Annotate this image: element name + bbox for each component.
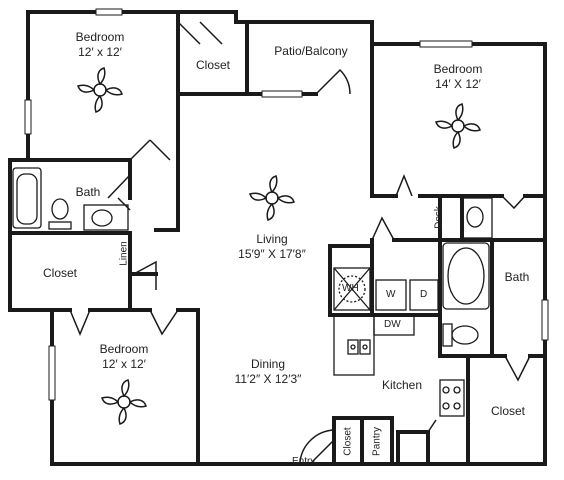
room-size: 11′2″ X 12′3″ (234, 372, 302, 386)
ceiling-fan-icon (249, 175, 295, 221)
room-name: Living (256, 232, 288, 246)
room-name: Bedroom (75, 30, 125, 44)
doors (69, 21, 531, 463)
dishwasher-label: DW (384, 319, 401, 330)
room-name: Dining (250, 357, 286, 371)
water-heater-label: WH (342, 283, 359, 294)
entry-label: Entry (292, 456, 316, 467)
closet-right-label: Closet (490, 404, 525, 418)
closet-entry-label: Closet (342, 427, 354, 456)
closet-top-label: Closet (195, 58, 230, 72)
bedroom-bottom-left-label: Bedroom 12′ x 12′ (84, 342, 164, 372)
room-size: 15′9″ X 17′8″ (238, 247, 306, 261)
fixtures (12, 167, 493, 417)
dryer-label: D (420, 289, 428, 300)
ceiling-fan-icon (435, 103, 481, 149)
ceiling-fan-icon (77, 67, 123, 113)
washer-label: W (386, 289, 396, 300)
desk-label: Desk (433, 206, 445, 229)
bath-right-label: Bath (504, 270, 530, 284)
bedroom-right-label: Bedroom 14′ X 12′ (418, 62, 498, 92)
bedroom-top-left-label: Bedroom 12′ x 12′ (60, 30, 140, 60)
patio-label: Patio/Balcony (274, 44, 348, 58)
room-size: 14′ X 12′ (435, 77, 481, 91)
room-name: Bedroom (99, 342, 149, 356)
room-name: Bedroom (433, 62, 483, 76)
pantry-label: Pantry (371, 427, 383, 456)
linen-label: Linen (118, 241, 130, 266)
closet-left-label: Closet (42, 266, 77, 280)
dining-label: Dining 11′2″ X 12′3″ (220, 357, 316, 387)
living-label: Living 15′9″ X 17′8″ (222, 232, 322, 262)
bath-left-label: Bath (75, 185, 101, 199)
kitchen-label: Kitchen (381, 378, 423, 392)
ceiling-fan-icon (101, 379, 147, 425)
room-size: 12′ x 12′ (102, 357, 146, 371)
windows (24, 8, 549, 401)
room-size: 12′ x 12′ (78, 45, 122, 59)
